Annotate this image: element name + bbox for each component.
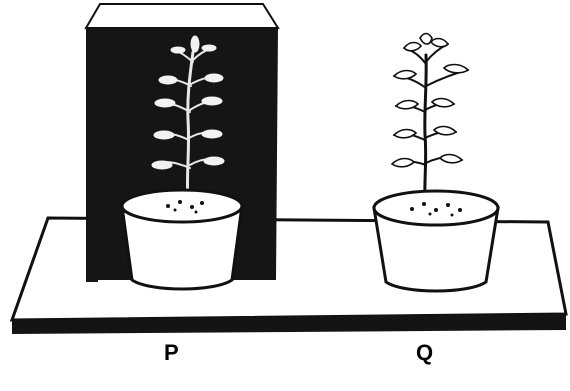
label-q: Q	[416, 342, 433, 364]
pot-p	[122, 190, 242, 289]
label-p: P	[164, 342, 179, 364]
plant-q-leaves	[392, 34, 468, 167]
pot-p-rim	[122, 190, 242, 222]
dark-box-top	[86, 4, 278, 28]
plant-q	[374, 34, 498, 292]
pot-q	[374, 191, 498, 291]
